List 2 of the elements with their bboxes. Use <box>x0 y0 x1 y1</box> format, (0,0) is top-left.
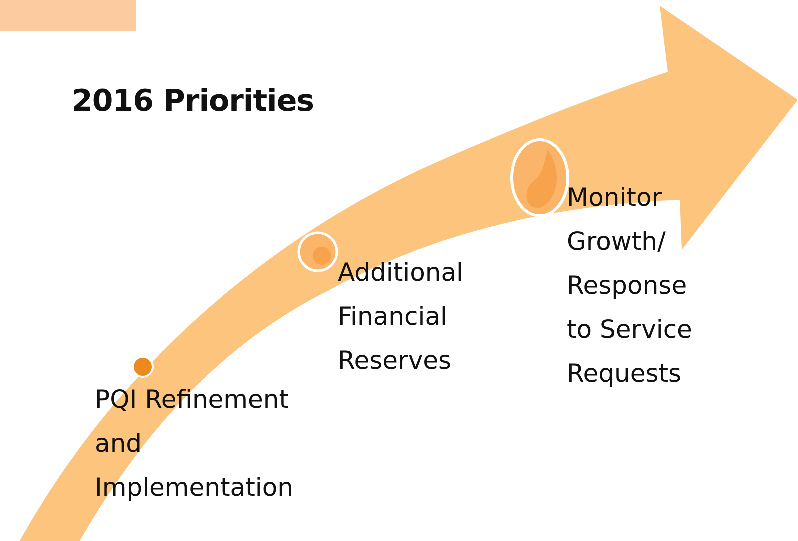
title: 2016 Priorities <box>72 84 314 119</box>
priority-text: Monitor Growth/ Response to Service Requests <box>567 182 694 390</box>
